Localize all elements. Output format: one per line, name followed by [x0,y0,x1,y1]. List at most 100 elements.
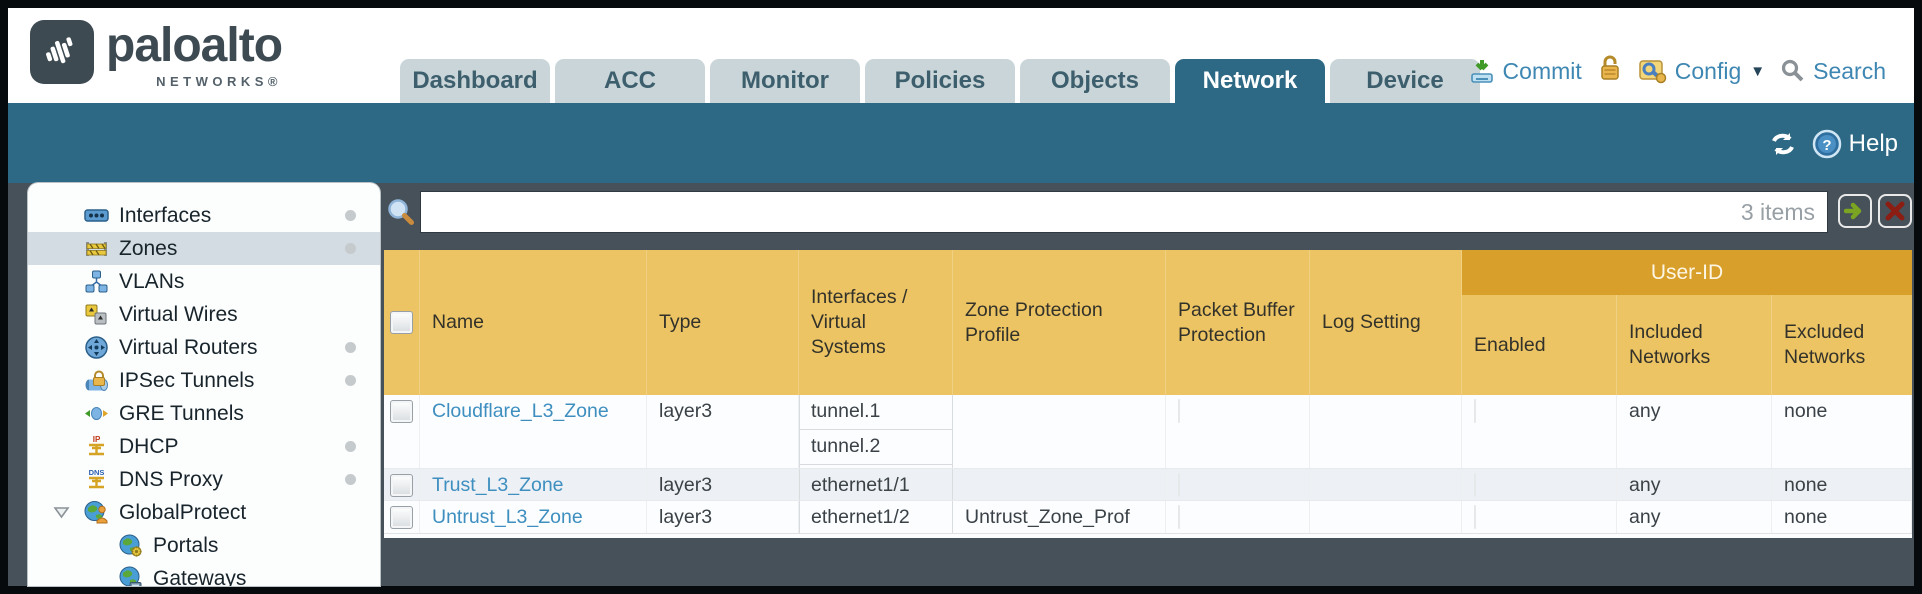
sidebar-item-dhcp[interactable]: IP DHCP [28,430,380,463]
sidebar-item-dns-proxy[interactable]: DNS DNS Proxy [28,463,380,496]
config-menu-button[interactable]: Config ▼ [1638,57,1765,85]
clear-filter-button[interactable] [1878,194,1912,228]
row-checkbox[interactable] [390,400,413,423]
virtual-wires-icon [84,302,109,327]
band-tools: ? Help [1767,129,1898,159]
excluded-networks-cell: none [1772,395,1912,468]
red-x-icon [1885,201,1905,221]
column-header-type[interactable]: Type [647,250,799,395]
apply-filter-button[interactable] [1838,194,1872,228]
header-utilities: Commit Config ▼ [1468,54,1886,88]
interfaces-cell: ethernet1/2 [799,501,953,533]
column-header-packet-buffer-protection[interactable]: Packet Buffer Protection [1166,250,1310,395]
sidebar-item-gre-tunnels[interactable]: GRE Tunnels [28,397,380,430]
filter-bar: 3 items [384,190,1912,236]
sidebar-item-globalprotect[interactable]: GlobalProtect [28,496,380,529]
vlans-icon [84,269,109,294]
sidebar-item-virtual-routers[interactable]: Virtual Routers [28,331,380,364]
header-row: Name Type Interfaces / Virtual Systems Z… [384,250,1912,395]
excluded-networks-cell: none [1772,469,1912,500]
zone-name-link[interactable]: Untrust_L3_Zone [432,506,583,528]
sidebar-item-gateways[interactable]: Gateways [28,562,380,586]
row-select-cell [384,395,420,468]
table-row: Untrust_L3_Zone layer3 ethernet1/2 Untru… [384,501,1912,534]
sidebar-item-interfaces[interactable]: Interfaces [28,199,380,232]
search-label: Search [1813,57,1886,84]
tab-objects[interactable]: Objects [1020,59,1170,103]
tab-policies[interactable]: Policies [865,59,1015,103]
row-checkbox[interactable] [390,474,413,497]
portals-icon [118,533,143,558]
packet-buffer-checkbox[interactable] [1178,473,1180,497]
brand-subname: NETWORKS® [156,74,283,89]
top-header: paloalto NETWORKS® Dashboard ACC Monitor… [8,8,1914,103]
help-button[interactable]: ? Help [1812,129,1898,159]
interfaces-cell: tunnel.1 tunnel.2 [799,395,953,468]
interfaces-icon [84,203,109,228]
select-all-checkbox[interactable] [390,311,413,334]
included-networks-cell: any [1617,395,1772,468]
commit-button[interactable]: Commit [1468,57,1582,85]
enabled-checkbox[interactable] [1474,399,1476,423]
filter-input[interactable] [421,192,1827,232]
zone-name-link[interactable]: Trust_L3_Zone [432,474,564,496]
row-select-cell [384,501,420,533]
refresh-button[interactable] [1767,129,1799,159]
commit-icon [1470,60,1493,83]
sidebar-item-label: Portals [153,533,219,557]
tab-network[interactable]: Network [1175,59,1325,103]
virtual-routers-icon [84,335,109,360]
tab-monitor[interactable]: Monitor [710,59,860,103]
config-label: Config [1674,57,1742,84]
interface-entry: tunnel.1 [800,395,952,430]
lock-button[interactable] [1597,54,1623,88]
sidebar-item-label: VLANs [119,269,185,293]
global-search-button[interactable]: Search [1780,58,1886,85]
interface-entry: ethernet1/1 [811,474,910,496]
column-header-zone-protection-profile[interactable]: Zone Protection Profile [953,250,1166,395]
svg-text:DNS: DNS [89,468,105,477]
sidebar-item-label: Virtual Routers [119,335,258,359]
column-header-name[interactable]: Name [420,250,647,395]
packet-buffer-checkbox[interactable] [1178,505,1180,529]
sidebar-item-zones[interactable]: Zones [28,232,380,265]
tab-acc[interactable]: ACC [555,59,705,103]
zone-protection-cell: Untrust_Zone_Prof [953,501,1166,533]
enabled-checkbox[interactable] [1474,473,1476,497]
logo-text: paloalto NETWORKS® [106,20,283,90]
sidebar-item-label: Interfaces [119,203,212,227]
zone-type-cell: layer3 [647,395,799,468]
zone-name-cell: Cloudflare_L3_Zone [420,395,647,468]
refresh-icon [1771,133,1794,155]
collapse-expander-icon[interactable] [53,503,71,521]
commit-label: Commit [1502,57,1582,84]
interface-entry: tunnel.2 [800,430,952,465]
tab-dashboard[interactable]: Dashboard [400,59,550,103]
excluded-networks-cell: none [1772,501,1912,533]
search-icon [1782,59,1804,82]
logo-bars-icon [46,37,73,64]
column-header-included-networks[interactable]: Included Networks [1617,295,1772,395]
included-networks-cell: any [1617,501,1772,533]
help-icon: ? [1812,129,1841,159]
zone-type-cell: layer3 [647,501,799,533]
tab-device[interactable]: Device [1330,59,1480,103]
column-header-log-setting[interactable]: Log Setting [1310,250,1462,395]
zone-name-cell: Untrust_L3_Zone [420,501,647,533]
help-label: Help [1848,130,1898,157]
column-header-enabled[interactable]: Enabled [1462,295,1617,395]
sidebar-item-virtual-wires[interactable]: Virtual Wires [28,298,380,331]
enabled-checkbox[interactable] [1474,505,1476,529]
gre-tunnels-icon [84,401,109,426]
zone-name-link[interactable]: Cloudflare_L3_Zone [432,400,609,422]
packet-buffer-checkbox[interactable] [1178,399,1180,423]
row-checkbox[interactable] [390,506,413,529]
sidebar-item-ipsec-tunnels[interactable]: IPSec Tunnels [28,364,380,397]
sidebar-item-vlans[interactable]: VLANs [28,265,380,298]
sidebar-item-label: IPSec Tunnels [119,368,255,392]
column-header-interfaces[interactable]: Interfaces / Virtual Systems [799,250,953,395]
column-header-excluded-networks[interactable]: Excluded Networks [1784,321,1866,368]
sidebar-item-label: GRE Tunnels [119,401,244,425]
log-setting-cell [1310,501,1462,533]
sidebar-item-portals[interactable]: Portals [28,529,380,562]
